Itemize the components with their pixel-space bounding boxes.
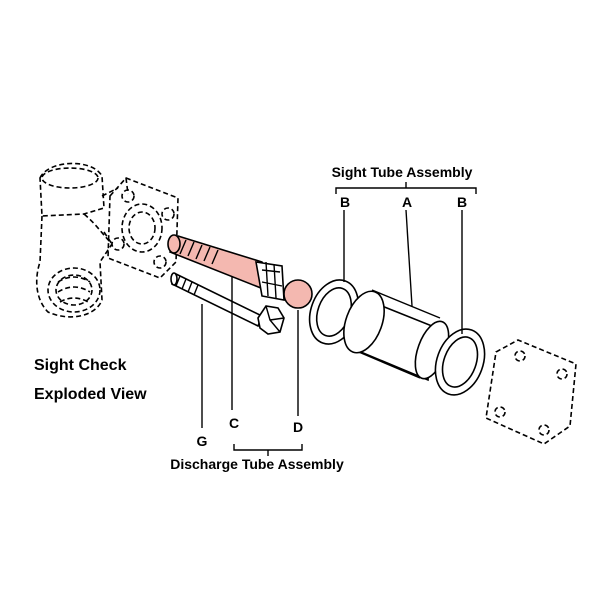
callout-g: G xyxy=(197,433,208,449)
callout-b-left: B xyxy=(340,194,350,210)
sight-tube-assembly-label: Sight Tube Assembly xyxy=(332,164,473,180)
discharge-tube-assembly-bracket xyxy=(201,276,303,456)
diagram-title-line1: Sight Check xyxy=(34,357,127,374)
cover-plate xyxy=(485,339,577,445)
callout-d: D xyxy=(293,419,303,435)
gasket-right xyxy=(434,328,486,396)
check-ball xyxy=(283,279,313,309)
callout-c: C xyxy=(229,415,239,431)
callout-b-right: B xyxy=(457,194,467,210)
sight-tube-assembly-bracket xyxy=(335,182,477,334)
bolt xyxy=(170,272,285,335)
discharge-tube-assembly-label: Discharge Tube Assembly xyxy=(170,456,344,472)
discharge-tube xyxy=(167,234,285,301)
valve-body xyxy=(35,162,179,318)
diagram-title-line2: Exploded View xyxy=(34,386,147,403)
callout-a: A xyxy=(402,194,412,210)
